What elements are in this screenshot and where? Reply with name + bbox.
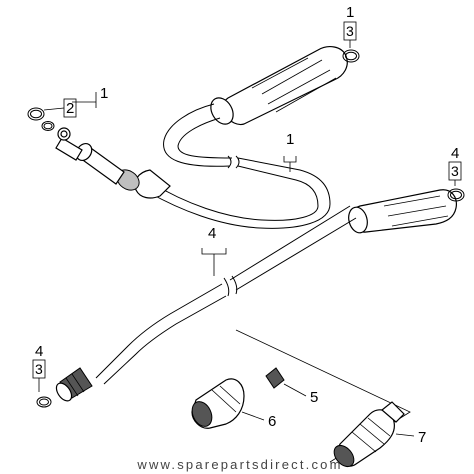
callout-bottom-left: 4 3 [32, 343, 52, 408]
curved-hose [147, 103, 331, 229]
label-1-left: 1 [100, 85, 108, 102]
watermark-text: www.sparepartsdirect.com [136, 457, 342, 472]
callout-lance: 4 [201, 225, 227, 276]
callout-top-right: 1 3 [342, 4, 360, 63]
o-ring-left-small [41, 121, 55, 131]
label-2: 2 [66, 100, 74, 117]
right-handle [348, 189, 457, 234]
label-5: 5 [310, 389, 318, 406]
label-3-top: 3 [346, 23, 354, 39]
o-ring-left-large [27, 107, 45, 121]
label-4-lance: 4 [208, 225, 216, 242]
lance-tube [95, 205, 357, 385]
callout-nozzle-left: 1 2 [43, 85, 108, 118]
label-7: 7 [418, 429, 426, 446]
callout-right-handle: 4 3 [447, 145, 465, 202]
label-1-hose: 1 [286, 131, 294, 148]
part-7-turbo-nozzle: 7 [333, 401, 426, 468]
part-5-nozzle-tip: 5 [265, 367, 318, 406]
label-4-right: 4 [451, 145, 459, 162]
part-6-cap: 6 [191, 378, 276, 430]
label-6: 6 [268, 413, 276, 430]
hose-connector [55, 127, 171, 199]
label-4-bottom: 4 [35, 343, 43, 360]
callout-hose: 1 [283, 131, 297, 172]
lance-end-fitting [55, 367, 93, 402]
label-3-right: 3 [451, 163, 459, 179]
label-3-bottom: 3 [35, 361, 43, 377]
label-1-top: 1 [346, 4, 354, 21]
top-grip-handle [210, 46, 348, 126]
